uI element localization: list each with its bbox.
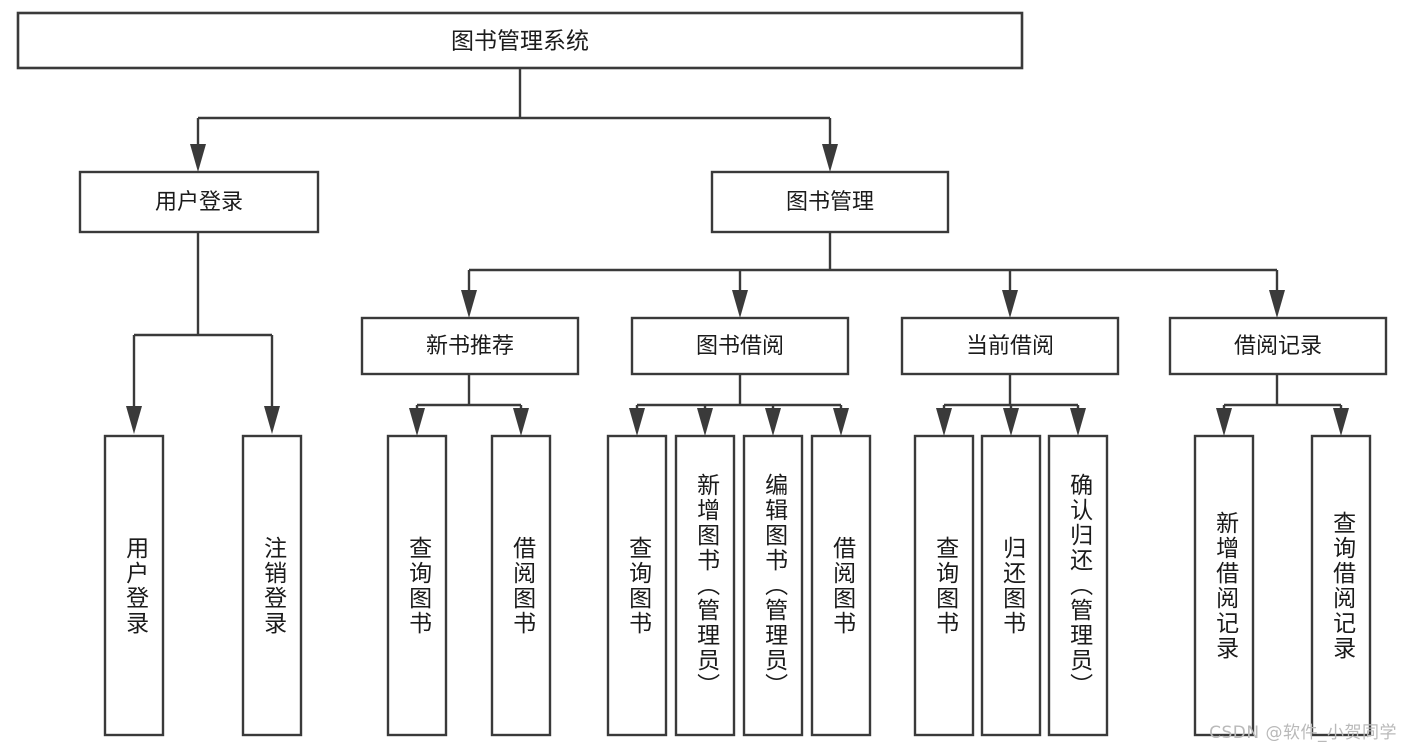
node-root-label: 图书管理系统	[451, 29, 589, 55]
node-leaf-confirm-return-box[interactable]	[1047, 434, 1109, 737]
node-leaf-query-record-box[interactable]	[1310, 434, 1372, 737]
arrow-head-book-management	[822, 144, 838, 172]
connector-group-book-borrow	[629, 374, 849, 436]
arrow-head-leaf-query-book-2	[629, 408, 645, 436]
arrow-head-leaf-query-book-1	[409, 408, 425, 436]
node-root-box[interactable]	[16, 11, 1024, 70]
connector-group-user-login	[126, 232, 280, 434]
arrow-head-leaf-logout-login	[264, 406, 280, 434]
node-leaf-logout-login-box[interactable]	[241, 434, 303, 737]
node-new-book-recommend-box[interactable]	[360, 316, 580, 376]
node-leaf-query-book-3-box[interactable]	[913, 434, 975, 737]
connector-group-borrow-record	[1216, 374, 1349, 436]
node-book-borrow[interactable]: 图书借阅	[630, 316, 850, 376]
node-book-management-label: 图书管理	[786, 190, 874, 215]
node-book-management[interactable]: 图书管理	[710, 170, 950, 234]
arrow-head-leaf-borrow-book-2	[833, 408, 849, 436]
node-borrow-record[interactable]: 借阅记录	[1168, 316, 1388, 376]
node-user-login-box[interactable]	[78, 170, 320, 234]
node-new-book-recommend-label: 新书推荐	[426, 334, 514, 359]
arrow-head-user-login	[190, 144, 206, 172]
connector-group-current-borrow	[936, 374, 1086, 436]
arrow-head-leaf-confirm-return	[1070, 408, 1086, 436]
node-book-borrow-label: 图书借阅	[696, 334, 784, 359]
connector-group-book-management	[461, 232, 1285, 318]
node-leaf-borrow-book-2-box[interactable]	[810, 434, 872, 737]
leaf-node-boxes	[103, 434, 1372, 737]
arrow-head-leaf-borrow-book-1	[513, 408, 529, 436]
node-book-management-box[interactable]	[710, 170, 950, 234]
node-leaf-add-book-box[interactable]	[674, 434, 736, 737]
node-borrow-record-label: 借阅记录	[1234, 334, 1322, 359]
arrow-head-borrow-record	[1269, 290, 1285, 318]
node-borrow-record-box[interactable]	[1168, 316, 1388, 376]
arrow-head-leaf-query-record	[1333, 408, 1349, 436]
node-user-login-label: 用户登录	[155, 190, 243, 215]
node-current-borrow-label: 当前借阅	[966, 334, 1054, 359]
arrow-head-leaf-query-book-3	[936, 408, 952, 436]
node-leaf-return-book-box[interactable]	[980, 434, 1042, 737]
arrow-head-leaf-add-book	[697, 408, 713, 436]
node-current-borrow[interactable]: 当前借阅	[900, 316, 1120, 376]
connector-group-root	[190, 68, 838, 172]
node-root[interactable]: 图书管理系统	[16, 11, 1024, 70]
node-leaf-edit-book-box[interactable]	[742, 434, 804, 737]
arrow-head-new-book-recommend	[461, 290, 477, 318]
node-leaf-query-book-2-box[interactable]	[606, 434, 668, 737]
arrow-head-leaf-add-record	[1216, 408, 1232, 436]
node-book-borrow-box[interactable]	[630, 316, 850, 376]
node-current-borrow-box[interactable]	[900, 316, 1120, 376]
csdn-watermark: CSDN @软件_小贺同学	[1209, 723, 1397, 743]
node-leaf-query-book-1-box[interactable]	[386, 434, 448, 737]
arrow-head-leaf-return-book	[1003, 408, 1019, 436]
node-leaf-add-record-box[interactable]	[1193, 434, 1255, 737]
arrow-head-leaf-edit-book	[765, 408, 781, 436]
arrow-head-leaf-user-login	[126, 406, 142, 434]
node-new-book-recommend[interactable]: 新书推荐	[360, 316, 580, 376]
connector-group-new-book-recommend	[409, 374, 529, 436]
arrow-head-book-borrow	[732, 290, 748, 318]
node-user-login[interactable]: 用户登录	[78, 170, 320, 234]
arrow-head-current-borrow	[1002, 290, 1018, 318]
node-leaf-user-login-box[interactable]	[103, 434, 165, 737]
node-leaf-borrow-book-1-box[interactable]	[490, 434, 552, 737]
